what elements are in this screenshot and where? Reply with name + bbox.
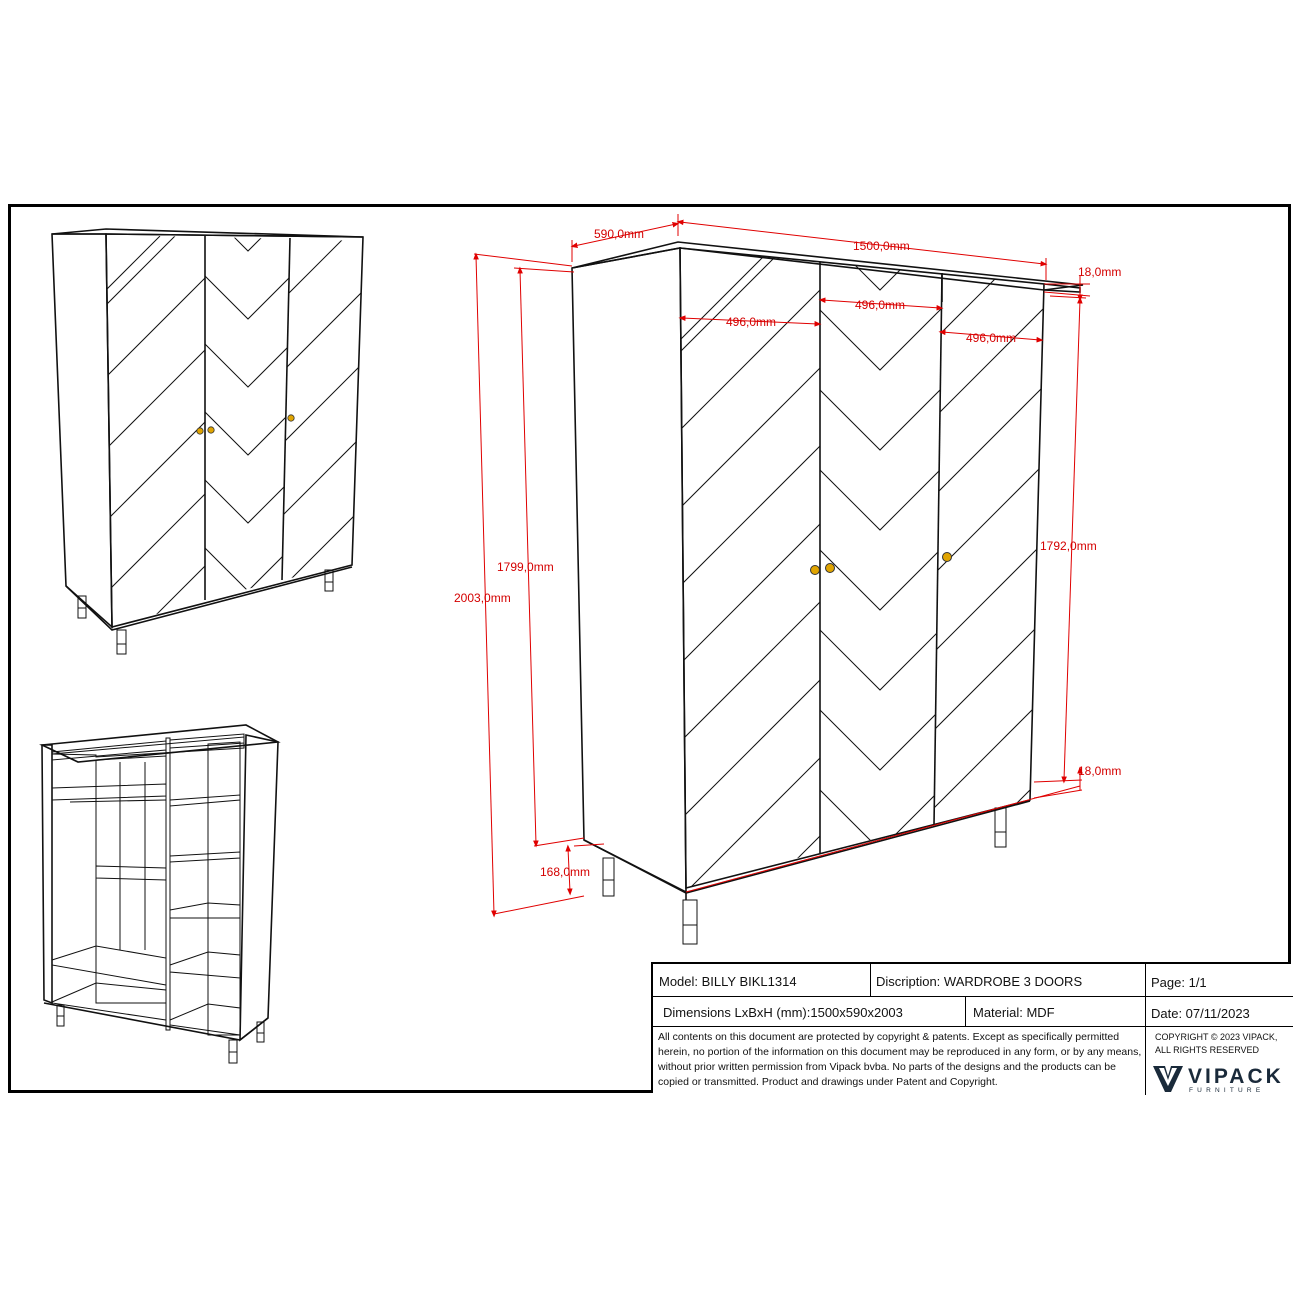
large-legs xyxy=(602,807,1007,945)
open-wardrobe-view xyxy=(39,724,281,1064)
copyright-notice: COPYRIGHT © 2023 VIPACK, ALL RIGHTS RESE… xyxy=(1151,1028,1299,1060)
logo-tagline: FURNITURE xyxy=(1189,1087,1264,1094)
door-width-right-label: 496,0mm xyxy=(966,331,1016,345)
door-width-middle-label: 496,0mm xyxy=(855,298,905,312)
large-door-right-pattern xyxy=(934,273,1044,825)
door-height-left-label: 1799,0mm xyxy=(497,560,554,574)
door-height-right-label: 1792,0mm xyxy=(1040,539,1097,553)
knob-icon xyxy=(942,552,952,562)
material-field: Material: MDF xyxy=(973,1005,1055,1020)
page-field: Page: 1/1 xyxy=(1151,975,1207,990)
knob-icon xyxy=(207,426,215,434)
small-front xyxy=(105,233,364,629)
copyright-line-1: COPYRIGHT © 2023 VIPACK, xyxy=(1155,1032,1278,1042)
large-front xyxy=(679,247,1045,890)
knob-icon xyxy=(287,414,295,422)
legal-notice: All contents on this document are protec… xyxy=(658,1031,1142,1088)
model-field: Model: BILLY BIKL1314 xyxy=(659,974,797,989)
depth-label: 590,0mm xyxy=(594,227,644,241)
title-block: Model: BILLY BIKL1314 Discription: WARDR… xyxy=(651,962,1293,1095)
logo-chevron-icon xyxy=(1153,1066,1183,1092)
bottom-panel-label: 18,0mm xyxy=(1078,764,1121,778)
small-door-right-pattern xyxy=(282,239,363,580)
width-label: 1500,0mm xyxy=(853,239,910,253)
large-door-middle-pattern xyxy=(820,262,942,851)
date-field: Date: 07/11/2023 xyxy=(1151,1006,1250,1021)
open-legs xyxy=(56,1004,265,1064)
knob-icon xyxy=(825,563,835,573)
vipack-logo: VIPACK FURNITURE xyxy=(1153,1065,1284,1094)
copyright-line-2: ALL RIGHTS RESERVED xyxy=(1155,1045,1260,1055)
knob-icon xyxy=(810,565,820,575)
large-top-panel xyxy=(571,241,1084,291)
leg-height-label: 168,0mm xyxy=(540,865,590,879)
total-height-label: 2003,0mm xyxy=(454,591,511,605)
logo-name: VIPACK xyxy=(1188,1065,1284,1088)
open-side-panel xyxy=(239,734,279,1042)
dimensions-field: Dimensions LxBxH (mm):1500x590x2003 xyxy=(663,1005,903,1020)
dimension-lines xyxy=(473,214,1091,918)
dimension-labels: 590,0mm 1500,0mm 18,0mm 496,0mm 496,0mm … xyxy=(454,227,1121,879)
small-legs xyxy=(77,569,334,655)
door-width-left-label: 496,0mm xyxy=(726,315,776,329)
small-side-panel xyxy=(51,233,113,629)
small-door-middle-pattern xyxy=(205,237,290,592)
knob-icon xyxy=(196,427,204,435)
dimensioned-wardrobe-view xyxy=(571,241,1084,945)
small-door-left-pattern xyxy=(106,235,205,627)
large-side-panel xyxy=(571,247,687,894)
closed-wardrobe-view xyxy=(51,228,364,655)
description-field: Discription: WARDROBE 3 DOORS xyxy=(876,974,1083,989)
top-panel-label: 18,0mm xyxy=(1078,265,1121,279)
